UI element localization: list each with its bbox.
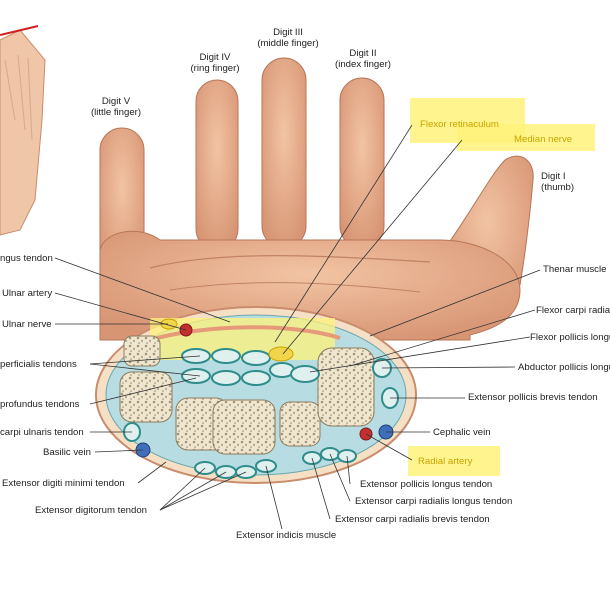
digit3-sub: (middle finger): [257, 38, 319, 50]
carpal-bone: [212, 399, 276, 455]
radial-artery-label: Radial artery: [418, 456, 473, 467]
digit1-name: Digit I: [541, 171, 566, 182]
digit1-sub: (thumb): [541, 182, 575, 194]
leader-lines: [54, 124, 541, 530]
flexor-retinaculum-label: Flexor retinaculum: [420, 119, 499, 130]
median-nerve: [268, 346, 294, 362]
ei-label: Extensor indicis muscle: [236, 530, 337, 541]
edm-label: Extensor digiti minimi tendon: [2, 478, 125, 489]
fds-label: perficialis tendons: [0, 359, 77, 370]
digit2-label: Digit II (index finger): [313, 48, 413, 70]
thenar-label: Thenar muscle: [543, 264, 607, 275]
digit1-label: Digit I (thumb): [541, 171, 574, 193]
digit5-name: Digit V: [101, 96, 131, 107]
cephalic-vein-label: Cephalic vein: [433, 427, 491, 438]
digit3-label: Digit III (middle finger): [238, 27, 338, 49]
highlight-box: [457, 124, 595, 151]
hand-silhouette: [99, 57, 534, 341]
epl-label: Extensor pollicis longus tendon: [360, 479, 493, 490]
basilic-vein-label: Basilic vein: [43, 447, 91, 458]
carpal-bone: [123, 335, 161, 367]
digit5-sub: (little finger): [90, 107, 142, 119]
apl-label: Abductor pollicis longus te: [518, 362, 610, 373]
digit4-name: Digit IV: [199, 52, 231, 63]
ulnar-nerve-label: Ulnar nerve: [2, 319, 52, 330]
ed-label: Extensor digitorum tendon: [35, 505, 147, 516]
digit3-name: Digit III: [273, 27, 303, 38]
digit4-sub: (ring finger): [190, 63, 240, 75]
ulnar-artery-label: Ulnar artery: [2, 288, 53, 299]
highlight-box: [408, 446, 500, 476]
digit2-sub: (index finger): [335, 59, 391, 71]
palmaris-longus-label: ngus tendon: [0, 253, 53, 264]
ecrl-label: Extensor carpi radialis longus tendon: [355, 496, 513, 507]
ecu-label: carpi ulnaris tendon: [0, 427, 84, 438]
digit4-label: Digit IV (ring finger): [165, 52, 265, 74]
ecrb-label: Extensor carpi radialis brevis tendon: [335, 514, 490, 525]
digit2-name: Digit II: [349, 48, 377, 59]
median-nerve-label: Median nerve: [514, 134, 573, 145]
fpl-label: Flexor pollicis longu: [530, 332, 610, 343]
carpal-bone: [279, 401, 321, 447]
hand-inset: [0, 25, 46, 236]
carpal-bone: [119, 371, 173, 423]
cross-section: [95, 306, 417, 484]
fcr-label: Flexor carpi radia: [536, 305, 610, 316]
digit5-label: Digit V (little finger): [66, 96, 166, 118]
fdp-label: profundus tendons: [0, 399, 80, 410]
epb-label: Extensor pollicis brevis tendon: [468, 392, 598, 403]
flexor-tendons: [181, 348, 320, 386]
carpal-bone: [317, 347, 375, 427]
